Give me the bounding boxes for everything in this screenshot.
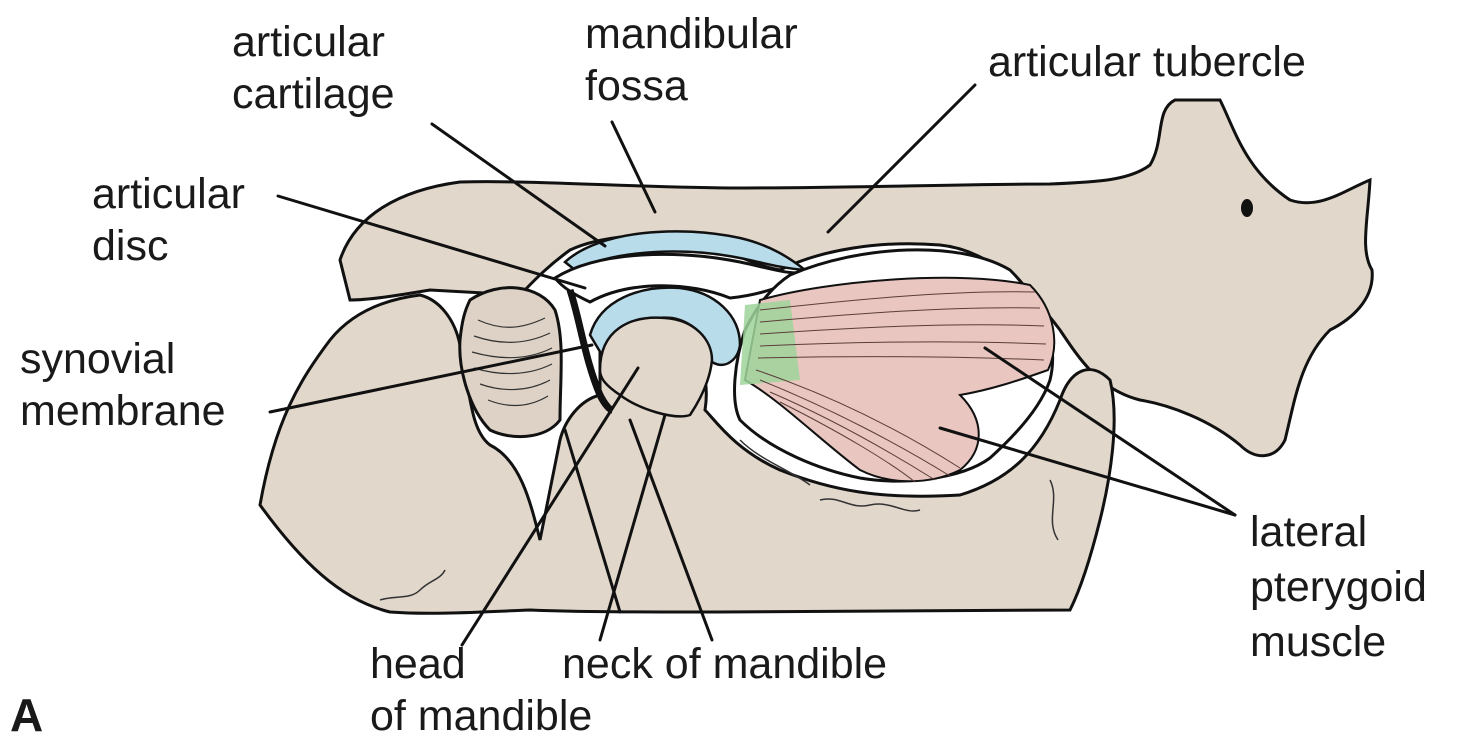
- foramen: [1241, 199, 1253, 217]
- label-synovial-membrane: synovial membrane: [20, 333, 226, 437]
- label-mandibular-fossa: mandibular fossa: [585, 8, 798, 112]
- label-lateral-pterygoid-muscle: lateral pterygoid muscle: [1250, 505, 1427, 670]
- label-articular-cartilage: articular cartilage: [232, 16, 395, 120]
- label-head-of-mandible: head of mandible: [370, 638, 592, 742]
- label-articular-disc: articular disc: [92, 168, 245, 272]
- panel-letter: A: [10, 688, 43, 742]
- label-articular-tubercle: articular tubercle: [988, 36, 1306, 88]
- muscle-tendon: [740, 300, 800, 385]
- label-neck-of-mandible: neck of mandible: [562, 638, 887, 690]
